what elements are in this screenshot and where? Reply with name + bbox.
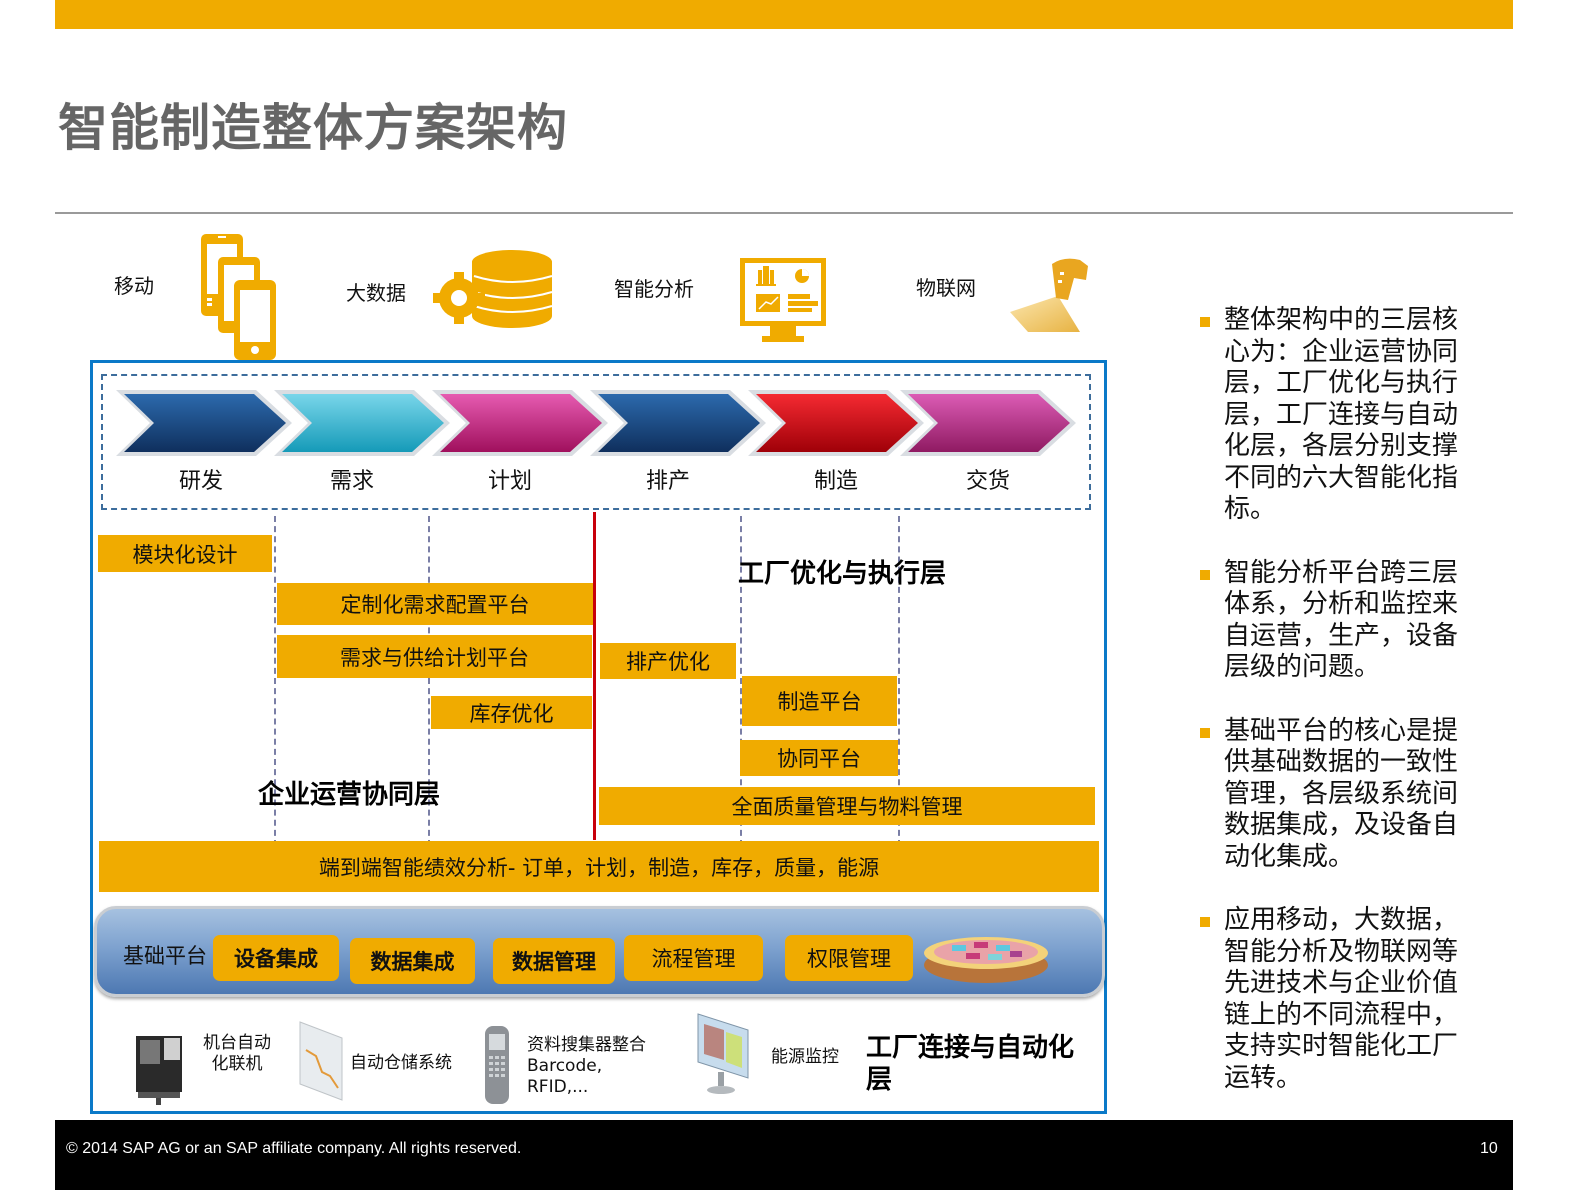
architecture-frame (90, 360, 1107, 1114)
chevron-plan-icon (432, 390, 608, 456)
demand-supply-plan-bar: 需求与供给计划平台 (277, 635, 592, 678)
column-divider (740, 516, 742, 846)
bullet-square-icon (1200, 917, 1210, 927)
device-label-data-collector: 资料搜集器整合 Barcode, RFID,... (527, 1035, 646, 1097)
layer-divider-line (593, 512, 596, 840)
footer-bar (55, 1120, 1513, 1190)
performance-analytics-bar: 端到端智能绩效分析- 订单，计划，制造，库存，质量，能源 (99, 841, 1099, 892)
copyright-text: © 2014 SAP AG or an SAP affiliate compan… (66, 1140, 522, 1157)
device-integration-tile: 设备集成 (213, 935, 339, 981)
chain-label-manufacturing: 制造 (813, 469, 858, 494)
mobile-devices-icon (201, 234, 276, 360)
data-platter-icon (924, 937, 1048, 983)
handheld-scanner-icon (485, 1026, 509, 1104)
device-label-machine: 机台自动 化联机 (203, 1033, 271, 1074)
column-divider (428, 516, 430, 846)
chain-label-rd: 研发 (178, 469, 223, 494)
warehouse-screen-icon (299, 1021, 343, 1101)
value-chain-box (101, 374, 1091, 510)
chain-label-scheduling: 排产 (645, 469, 690, 494)
device-label-energy: 能源监控 (771, 1047, 839, 1067)
collaboration-platform-bar: 协同平台 (740, 740, 898, 776)
module-design-bar: 模块化设计 (98, 535, 272, 572)
chain-label-demand: 需求 (329, 469, 374, 494)
data-management-tile: 数据管理 (493, 938, 615, 984)
factory-layer-title: 工厂优化与执行层 (738, 559, 947, 589)
page-title: 智能制造整体方案架构 (58, 99, 568, 157)
barcode-scanner-icon (1010, 258, 1088, 332)
inventory-optimization-bar: 库存优化 (431, 696, 592, 729)
device-label-warehouse: 自动仓储系统 (350, 1053, 452, 1073)
tech-label-big-data: 大数据 (346, 281, 406, 305)
database-gear-icon (433, 250, 553, 328)
chevron-delivery-icon (900, 390, 1076, 456)
column-divider (898, 516, 900, 846)
permission-management-tile: 权限管理 (785, 935, 913, 981)
top-accent-bar (55, 0, 1513, 29)
page-number: 10 (1480, 1140, 1498, 1157)
column-divider (274, 516, 276, 846)
process-management-tile: 流程管理 (624, 935, 763, 981)
bullet-item: 基础平台的核心是提供基础数据的一致性管理，各层级系统间数据集成，及设备自动化集成… (1200, 716, 1470, 874)
bullet-item: 整体架构中的三层核心为：企业运营协同层，工厂优化与执行层，工厂连接与自动化层，各… (1200, 305, 1470, 526)
chevron-rd-icon (116, 390, 292, 456)
bullet-square-icon (1200, 317, 1210, 327)
automation-layer-title: 工厂连接与自动化层 (866, 1033, 1075, 1095)
bullet-square-icon (1200, 727, 1210, 738)
bullet-square-icon (1200, 569, 1210, 580)
chain-label-delivery: 交货 (965, 469, 1010, 494)
scheduling-optimization-bar: 排产优化 (600, 643, 736, 679)
base-platform-label: 基础平台 (123, 944, 207, 968)
custom-demand-config-bar: 定制化需求配置平台 (277, 583, 593, 625)
tech-label-iot: 物联网 (916, 276, 976, 300)
chevron-demand-icon (274, 390, 450, 456)
title-divider (55, 212, 1513, 214)
enterprise-layer-title: 企业运营协同层 (258, 780, 441, 810)
chain-label-plan: 计划 (487, 469, 532, 494)
chevron-scheduling-icon (590, 390, 766, 456)
energy-monitor-icon (697, 1013, 749, 1094)
bullet-item: 智能分析平台跨三层体系，分析和监控来自运营，生产，设备层级的问题。 (1200, 558, 1470, 684)
data-integration-tile: 数据集成 (350, 938, 475, 984)
analytics-monitor-icon (740, 258, 826, 342)
chevron-manufacturing-icon (748, 390, 924, 456)
quality-material-management-bar: 全面质量管理与物料管理 (599, 787, 1095, 825)
bullet-item: 应用移动，大数据，智能分析及物联网等先进技术与企业价值链上的不同流程中，支持实时… (1200, 905, 1470, 1094)
tech-label-mobile: 移动 (114, 274, 154, 298)
summary-bullets: 整体架构中的三层核心为：企业运营协同层，工厂优化与执行层，工厂连接与自动化层，各… (1200, 305, 1470, 1126)
manufacturing-platform-bar: 制造平台 (742, 676, 897, 726)
tech-label-analytics: 智能分析 (614, 277, 694, 301)
machine-icon (136, 1036, 182, 1105)
